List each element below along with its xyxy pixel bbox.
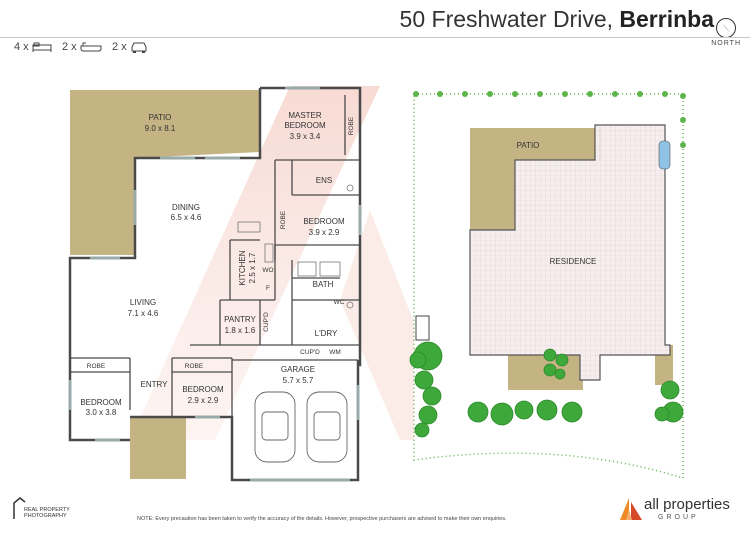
agency-group: GROUP	[658, 514, 699, 521]
garage-size: 5.7 x 5.7	[283, 376, 314, 385]
wo-label: WO	[262, 267, 273, 274]
bedroom4-label: BEDROOM	[182, 385, 224, 394]
property-title: 50 Freshwater Drive, Berrinba	[400, 6, 714, 33]
photographer-logo-icon	[13, 497, 26, 519]
patio-area	[70, 90, 260, 255]
street-address: 50 Freshwater Drive,	[399, 6, 620, 32]
photographer-logo: REAL PROPERTY PHOTOGRAPHY	[12, 497, 70, 524]
site-plan: PATIO RESIDENCE	[413, 93, 684, 480]
disclaimer: NOTE: Every precaution has been taken to…	[137, 516, 507, 522]
pantry-size: 1.8 x 1.6	[225, 326, 256, 335]
bedroom3-label: BEDROOM	[80, 398, 122, 407]
bed-icon	[32, 42, 52, 52]
cupd1-label: CUP'D	[263, 312, 270, 332]
agency-name: all properties	[644, 496, 730, 513]
windows	[68, 86, 362, 482]
cupd2-label: CUP'D	[300, 349, 320, 356]
photographer-name: REAL PROPERTY PHOTOGRAPHY	[24, 507, 70, 519]
agency-logo: all properties GROUP	[618, 496, 738, 526]
feature-parking: 2 x	[112, 41, 148, 53]
hedge	[413, 91, 686, 148]
bedroom2-label: BEDROOM	[303, 217, 345, 226]
garage-label: GARAGE	[281, 365, 315, 374]
watermark-logo	[130, 86, 380, 440]
site-patio	[470, 128, 595, 230]
bathroom-count: 2 x	[62, 41, 77, 53]
living-size: 7.1 x 4.6	[128, 309, 159, 318]
bedroom3-size: 3.0 x 3.8	[86, 408, 117, 417]
entry-label: ENTRY	[141, 380, 169, 389]
robe-bed3-label: ROBE	[87, 363, 106, 370]
pantry-label: PANTRY	[224, 315, 256, 324]
patio-size: 9.0 x 8.1	[145, 124, 176, 133]
feature-bedrooms: 4 x	[14, 41, 52, 53]
residence-roof	[469, 124, 671, 381]
robe-master-label: ROBE	[348, 116, 355, 135]
dining-size: 6.5 x 4.6	[171, 213, 202, 222]
fixtures	[237, 184, 354, 309]
suburb: Berrinba	[619, 6, 714, 32]
car-icon	[131, 42, 147, 53]
wc-label: WC	[334, 299, 345, 306]
bedroom2-size: 3.9 x 2.9	[309, 228, 340, 237]
wm-label: WM	[329, 349, 341, 356]
interior-walls	[70, 95, 360, 417]
residence-label: RESIDENCE	[550, 257, 597, 266]
f-label: F	[266, 285, 270, 292]
master-size: 3.9 x 3.4	[290, 132, 321, 141]
robe-bed2-label: ROBE	[280, 210, 287, 229]
master-label-1: MASTER	[288, 111, 322, 120]
trees	[409, 341, 684, 438]
bath-icon	[80, 42, 102, 52]
robe-bed4-label: ROBE	[185, 363, 204, 370]
pool	[658, 140, 671, 170]
bedroom-count: 4 x	[14, 41, 29, 53]
car-drawings	[254, 391, 348, 463]
living-label: LIVING	[130, 298, 156, 307]
site-patio-label: PATIO	[517, 141, 540, 150]
shed	[415, 315, 430, 341]
compass-label: NORTH	[711, 40, 741, 47]
kitchen-size: 2.5 x 1.7	[248, 252, 257, 283]
ens-label: ENS	[316, 176, 332, 185]
laundry-label: L'DRY	[315, 329, 338, 338]
porch-area	[130, 417, 186, 479]
dining-label: DINING	[172, 203, 200, 212]
kitchen-label: KITCHEN	[238, 250, 247, 285]
agency-logo-icon	[620, 498, 642, 520]
patio-label: PATIO	[149, 113, 172, 122]
bath-label: BATH	[313, 280, 334, 289]
bedroom4-size: 2.9 x 2.9	[188, 396, 219, 405]
master-label-2: BEDROOM	[284, 121, 326, 130]
feature-bathrooms: 2 x	[62, 41, 102, 53]
header-divider	[0, 37, 750, 38]
parking-count: 2 x	[112, 41, 127, 53]
